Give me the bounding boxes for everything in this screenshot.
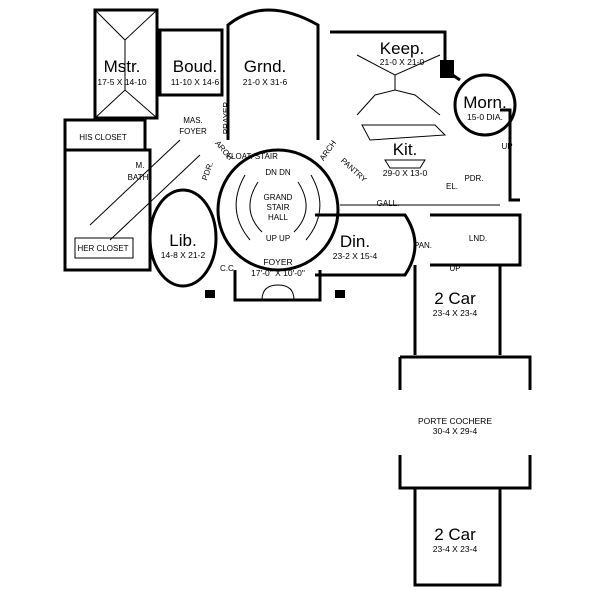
float-stair-label: FLOAT. STAIR [226,152,278,161]
her-closet-label: HER CLOSET [77,244,128,253]
room-boud-name: Boud. [173,57,217,76]
room-labels: Mstr. 17-5 X 14-10 Boud. 11-10 X 14-6 Gr… [97,39,506,554]
m-bath-label-2: BATH [128,173,149,182]
room-boud-dims: 11-10 X 14-6 [171,77,220,87]
room-lib-dims: 14-8 X 21-2 [161,250,206,260]
grand-stair-label-3: HALL [268,213,289,222]
gall-label: GALL. [377,199,400,208]
room-kit-dims: 29-0 X 13-0 [383,168,428,178]
room-morn-dims: 15-0 DIA. [467,112,503,122]
grand-stair-label-2: STAIR [267,203,290,212]
room-foyer-name: FOYER [263,257,292,267]
room-lib-name: Lib. [169,231,196,250]
el-label: EL. [446,182,458,191]
room-keep-dims: 21-0 X 21-0 [380,57,425,67]
room-morn-name: Morn. [463,93,506,112]
lnd-label: LND. [469,234,487,243]
arch-right-label: ARCH [318,139,339,163]
room-porte-name: PORTE COCHERE [418,416,492,426]
room-porte-dims: 30-4 X 29-4 [433,426,478,436]
mas-foyer-label-1: MAS. [183,116,203,125]
up-up-label: UP UP [266,234,290,243]
room-din-name: Din. [340,232,370,251]
his-closet-label: HIS CLOSET [79,133,127,142]
dn-dn-label: DN DN [265,168,291,177]
room-garage2-name: 2 Car [434,525,476,544]
m-bath-label-1: M. [136,161,145,170]
room-din-dims: 23-2 X 15-4 [333,251,378,261]
up-right-label: UP [501,142,512,151]
room-garage2-dims: 23-4 X 23-4 [433,544,478,554]
cc-label: C.C. [220,264,236,273]
up-garage-label: UP [449,264,460,273]
walls [63,8,532,587]
mas-foyer-label-2: FOYER [179,127,207,136]
pantry-label: PANTRY [339,156,369,184]
prayer-label: PRAYER [222,102,231,135]
room-garage1-name: 2 Car [434,289,476,308]
room-grnd-name: Grnd. [244,57,287,76]
room-grnd-dims: 21-0 X 31-6 [243,77,288,87]
room-mstr-dims: 17-5 X 14-10 [97,77,146,87]
pan-label: PAN. [414,241,432,250]
grand-stair-label-1: GRAND [264,193,293,202]
room-mstr-name: Mstr. [104,57,141,76]
pdr-left-label: PDR. [200,161,215,182]
pdr-right-label: PDR. [464,174,483,183]
room-foyer-dims: 17'-0" X 10'-0" [251,268,305,278]
minor-labels: HIS CLOSET HER CLOSET M. BATH MAS. FOYER… [77,102,512,273]
room-keep-name: Keep. [380,39,424,58]
arch-left-label: ARCH [213,139,235,162]
room-kit-name: Kit. [393,140,418,159]
room-garage1-dims: 23-4 X 23-4 [433,308,478,318]
